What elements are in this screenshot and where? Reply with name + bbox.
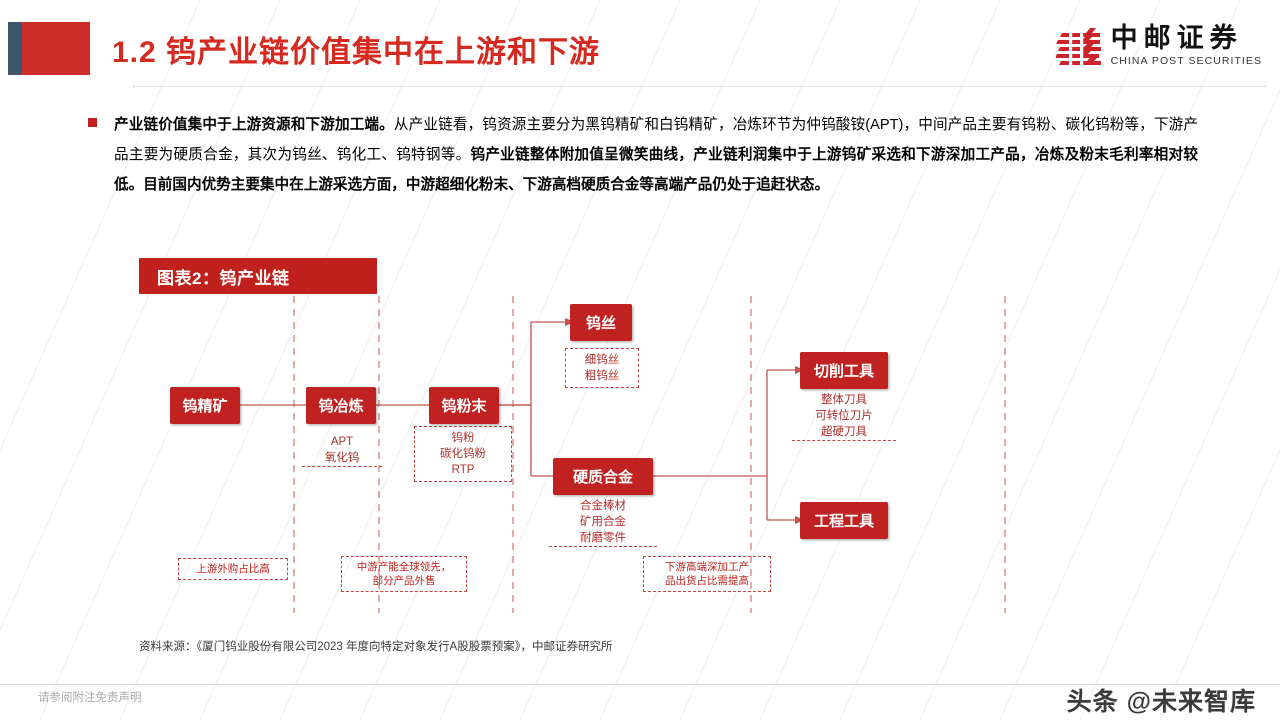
annotation-wire-products: 细钨丝 粗钨丝 bbox=[565, 348, 639, 388]
page-title: 1.2 钨产业链价值集中在上游和下游 bbox=[112, 35, 601, 69]
china-post-securities-logo-icon bbox=[1054, 26, 1102, 70]
logo-text: 中邮证券 CHINA POST SECURITIES bbox=[1111, 24, 1262, 68]
annotation-smelting-products: APT 氧化钨 bbox=[302, 434, 382, 467]
header-accent-block-red bbox=[22, 22, 90, 75]
header-divider bbox=[133, 86, 1267, 87]
exhibit-source: 资料来源：《厦门钨业股份有限公司2023 年度向特定对象发行A股股票预案》，中邮… bbox=[139, 641, 613, 653]
node-tungsten-concentrate[interactable]: 钨精矿 bbox=[170, 387, 240, 424]
annotation-carbide-products: 合金棒材 矿用合金 耐磨零件 bbox=[549, 498, 657, 547]
node-engineering-tools[interactable]: 工程工具 bbox=[800, 502, 888, 539]
paragraph-lead: 产业链价值集中于上游资源和下游加工端。 bbox=[114, 117, 394, 133]
annotation-cutting-tool-products: 整体刀具 可转位刀片 超硬刀具 bbox=[792, 392, 896, 441]
exhibit-figure: 图表2：钨产业链 钨精矿 钨冶炼 钨粉末 钨丝 硬质合金 切削工具 工程工具 A… bbox=[133, 258, 1145, 633]
logo-name-en: CHINA POST SECURITIES bbox=[1110, 55, 1262, 67]
footer-disclaimer: 请参阅附注免责声明 bbox=[38, 692, 142, 704]
watermark-brand: 头条 @未来智库 bbox=[1066, 688, 1256, 716]
logo-name-cn: 中邮证券 bbox=[1110, 23, 1243, 53]
node-tungsten-powder[interactable]: 钨粉末 bbox=[429, 387, 499, 424]
node-tungsten-wire[interactable]: 钨丝 bbox=[570, 304, 632, 341]
node-cutting-tools[interactable]: 切削工具 bbox=[800, 352, 888, 389]
page-header: 1.2 钨产业链价值集中在上游和下游 中邮证券 CHINA POST SECU bbox=[0, 0, 1280, 96]
exhibit-title: 图表2：钨产业链 bbox=[139, 258, 377, 294]
node-cemented-carbide[interactable]: 硬质合金 bbox=[553, 458, 653, 495]
tag-midstream-note: 中游产能全球领先， 部分产品外售 bbox=[341, 556, 467, 592]
annotation-powder-products: 钨粉 碳化钨粉 RTP bbox=[414, 426, 512, 482]
bullet-marker-icon bbox=[88, 118, 97, 127]
body-paragraph-block: 产业链价值集中于上游资源和下游加工端。从产业链看，钨资源主要分为黑钨精矿和白钨精… bbox=[88, 110, 1198, 200]
company-logo: 中邮证券 CHINA POST SECURITIES bbox=[1054, 24, 1262, 70]
tag-upstream-note: 上游外购占比高 bbox=[178, 558, 288, 580]
header-accent-bar-navy bbox=[8, 22, 22, 75]
tag-downstream-note: 下游高端深加工产 品出货占比需提高 bbox=[643, 556, 771, 592]
body-paragraph: 产业链价值集中于上游资源和下游加工端。从产业链看，钨资源主要分为黑钨精矿和白钨精… bbox=[114, 110, 1198, 200]
node-tungsten-smelting[interactable]: 钨冶炼 bbox=[306, 387, 376, 424]
